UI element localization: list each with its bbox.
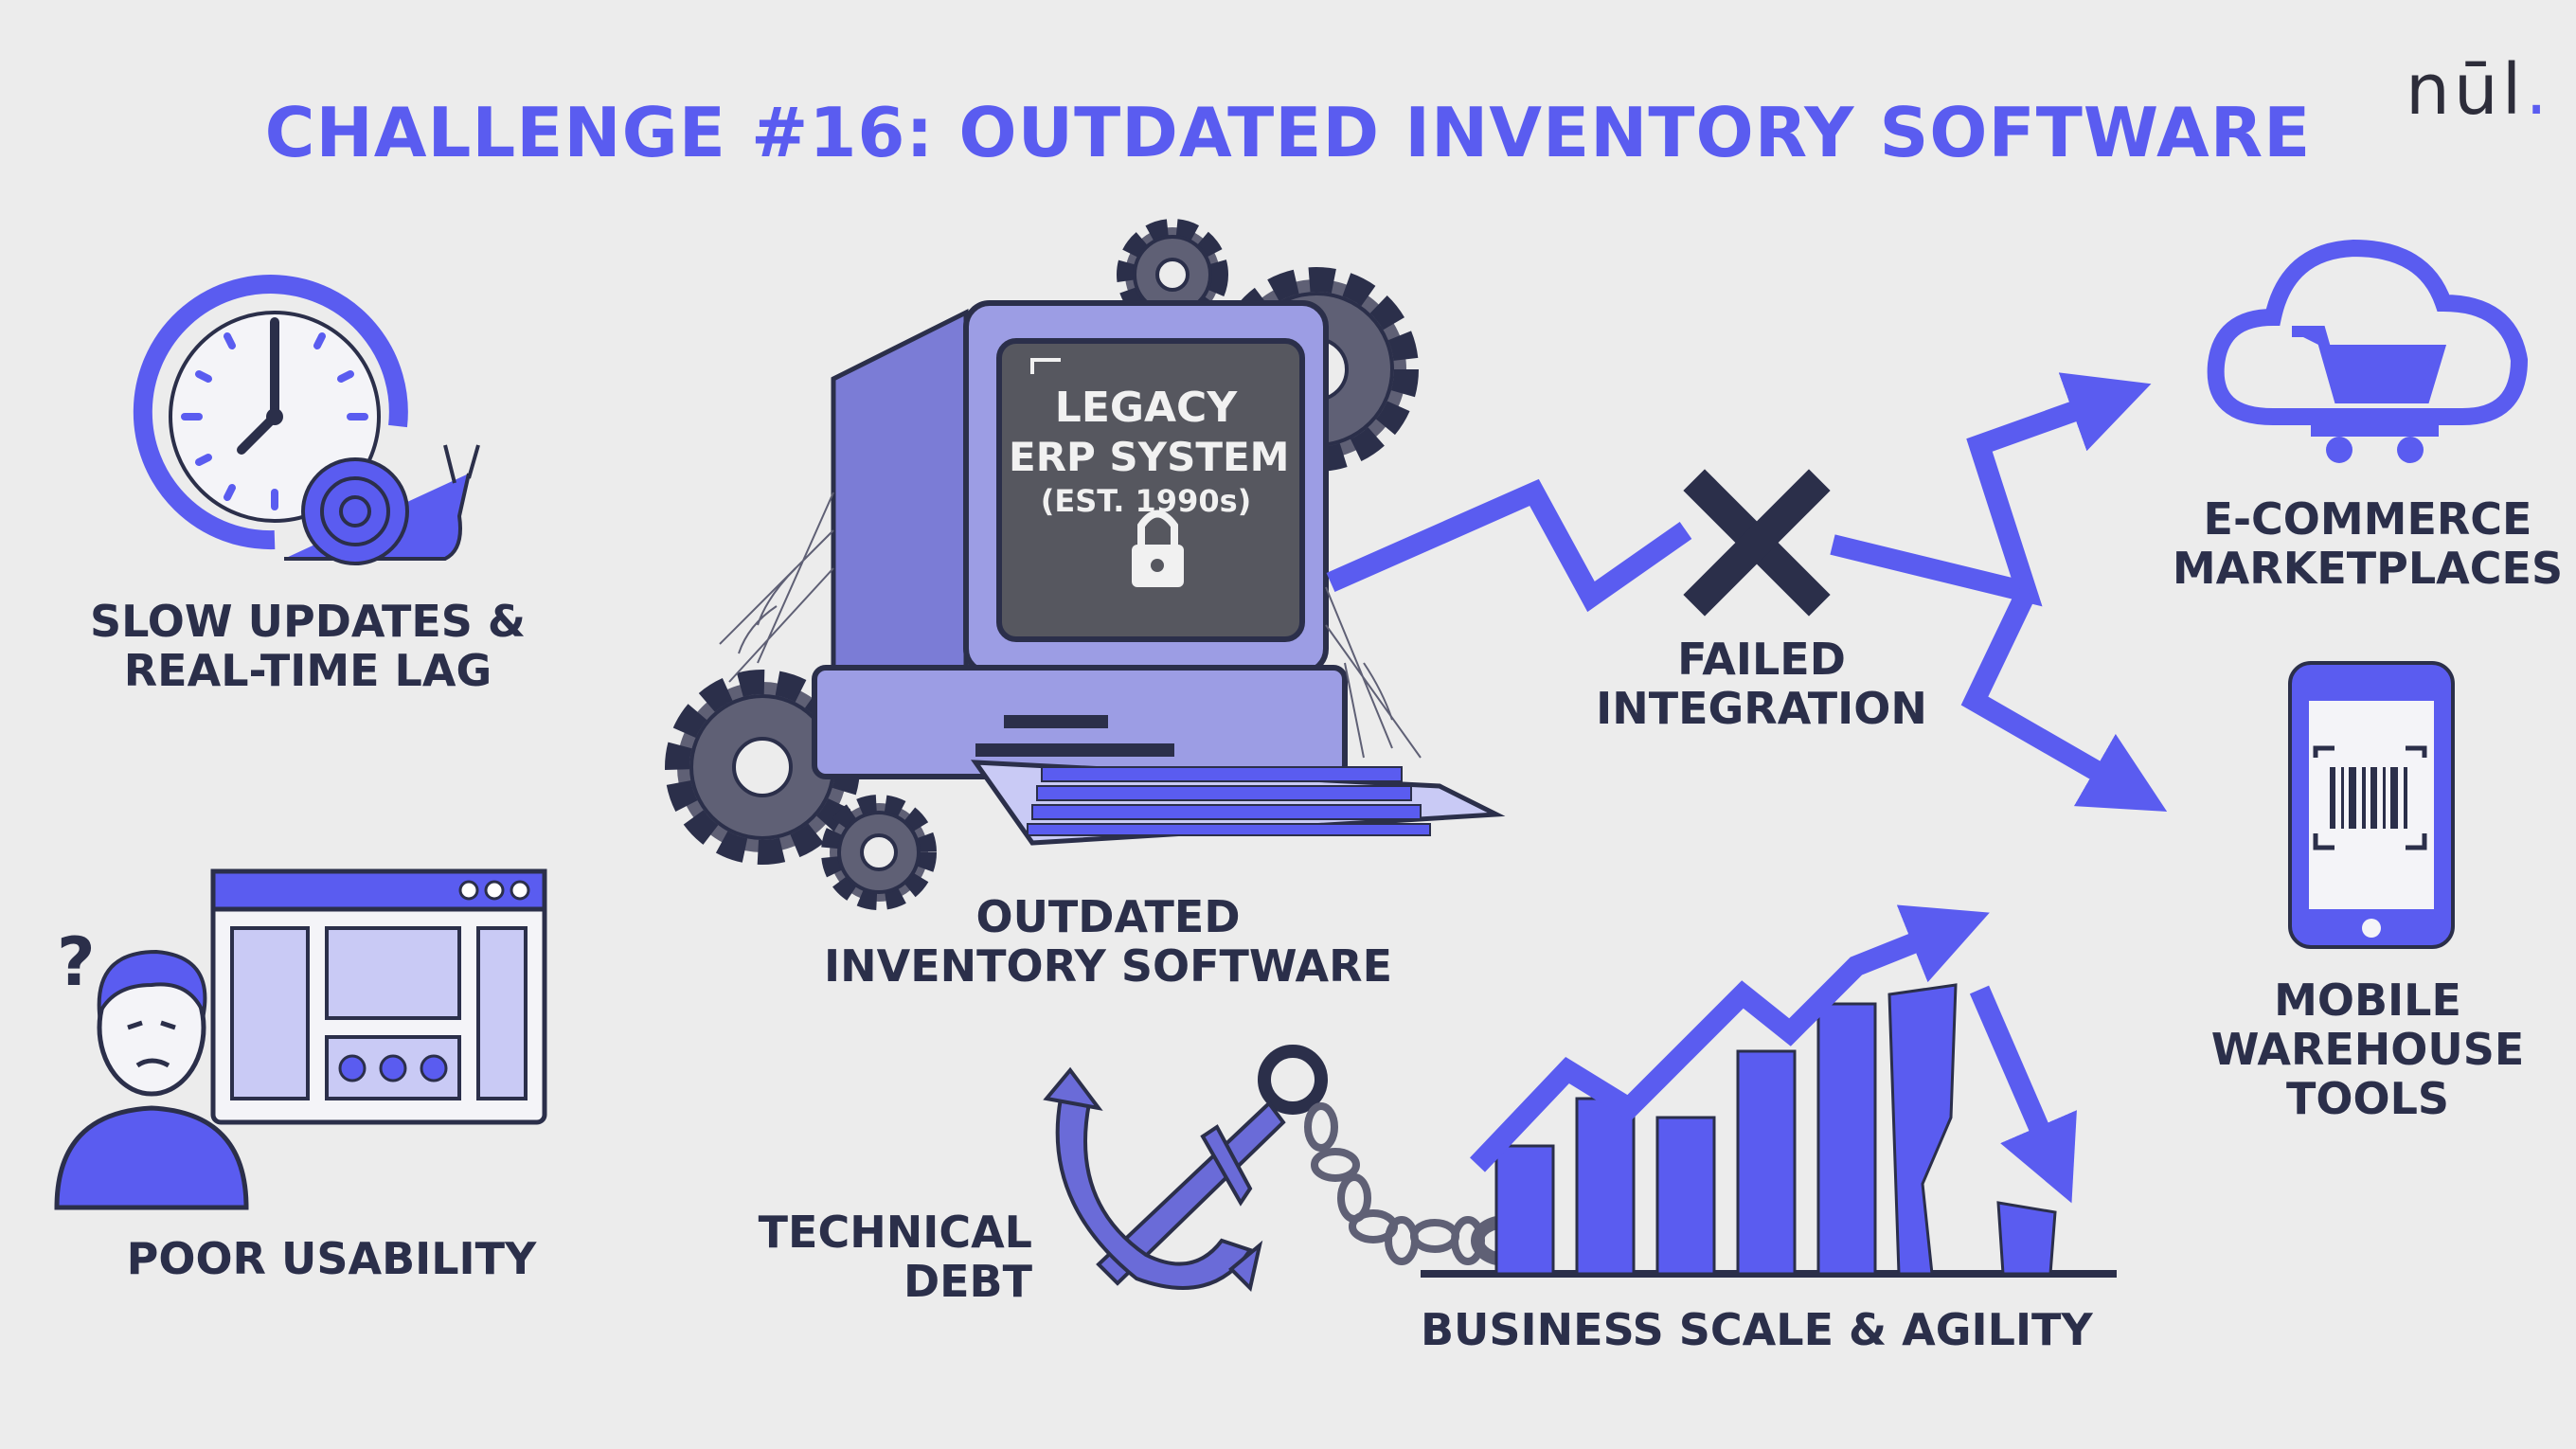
failed-integration-label: FAILED INTEGRATION bbox=[1591, 635, 1932, 733]
legacy-computer-icon bbox=[812, 300, 1506, 846]
logo-text: nūl bbox=[2406, 49, 2526, 131]
confused-user-icon: ? bbox=[54, 868, 547, 1210]
logo-dot: . bbox=[2525, 49, 2551, 131]
x-mark-icon bbox=[1683, 469, 1831, 617]
mobile-line2: WAREHOUSE bbox=[2210, 1024, 2525, 1075]
outdated-software-line1: OUTDATED bbox=[975, 891, 1241, 942]
cobweb-icons bbox=[719, 492, 1422, 759]
anchor-chain-icon bbox=[1043, 1045, 1328, 1292]
mobile-label: MOBILE WAREHOUSE TOOLS bbox=[2178, 975, 2557, 1123]
failed-integration-line1: FAILED bbox=[1677, 634, 1846, 685]
business-scale-label: BUSINESS SCALE & AGILITY bbox=[1421, 1304, 2093, 1355]
failed-link-line bbox=[1326, 478, 1692, 613]
phone-barcode-icon bbox=[2288, 661, 2455, 949]
outdated-software-label: OUTDATED INVENTORY SOFTWARE bbox=[824, 892, 1392, 991]
ecommerce-label: E-COMMERCE MARKETPLACES bbox=[2169, 494, 2567, 593]
slow-updates-line1: SLOW UPDATES & bbox=[90, 596, 526, 647]
slow-updates-line2: REAL-TIME LAG bbox=[123, 645, 492, 696]
cloud-cart-icon bbox=[2207, 239, 2529, 463]
screen-subtitle: ERP SYSTEM bbox=[1009, 434, 1290, 480]
technical-debt-label: TECHNICAL DEBT bbox=[720, 1208, 1032, 1306]
integration-arrows bbox=[1830, 372, 2168, 812]
broken-growth-chart-icon bbox=[1421, 904, 2117, 1278]
mobile-line3: TOOLS bbox=[2285, 1073, 2450, 1124]
ecommerce-line1: E-COMMERCE bbox=[2203, 493, 2532, 545]
poor-usability-label: POOR USABILITY bbox=[126, 1233, 537, 1284]
failed-integration-line2: INTEGRATION bbox=[1596, 683, 1927, 734]
technical-debt-line2: DEBT bbox=[903, 1256, 1032, 1307]
mobile-line1: MOBILE bbox=[2274, 975, 2461, 1026]
screen-year: (EST. 1990s) bbox=[1040, 483, 1252, 519]
svg-text:?: ? bbox=[57, 923, 96, 1001]
brand-logo: nūl. bbox=[2406, 49, 2551, 131]
clock-snail-icon bbox=[133, 275, 480, 565]
ecommerce-line2: MARKETPLACES bbox=[2172, 543, 2564, 594]
slow-updates-label: SLOW UPDATES & REAL-TIME LAG bbox=[85, 597, 530, 695]
technical-debt-line1: TECHNICAL bbox=[758, 1207, 1032, 1258]
page-title: CHALLENGE #16: OUTDATED INVENTORY SOFTWA… bbox=[264, 93, 2312, 172]
screen-title: LEGACY bbox=[1054, 384, 1238, 432]
outdated-software-line2: INVENTORY SOFTWARE bbox=[824, 940, 1392, 992]
